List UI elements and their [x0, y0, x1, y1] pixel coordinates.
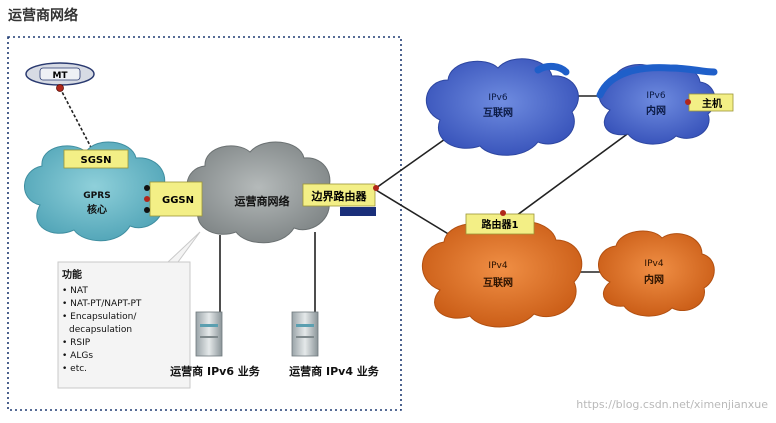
host-port	[685, 99, 691, 105]
ggsn-port-3	[144, 207, 150, 213]
sgsn-label: SGSN	[81, 155, 112, 166]
border-ipv6-line	[376, 132, 455, 188]
ipv4-service-label: 运营商 IPv4 业务	[289, 364, 380, 378]
ipv4-intranet-label-2: 内网	[644, 273, 664, 286]
functions-title: 功能	[62, 268, 82, 281]
mt-label: MT	[52, 71, 68, 81]
ipv6-intranet-label-2: 内网	[646, 104, 666, 117]
ipv4-internet-label-2: 互联网	[483, 276, 513, 289]
host-node[interactable]: 主机	[685, 94, 733, 111]
ipv4-intranet-label-1: IPv4	[644, 259, 663, 269]
page-title: 运营商网络	[8, 7, 78, 24]
router1-port	[500, 210, 506, 216]
ipv4-internet-label-1: IPv4	[488, 261, 507, 271]
ggsn-port-1	[144, 185, 150, 191]
gprs-label-line1: GPRS	[83, 191, 110, 201]
ipv6-intranet-label-1: IPv6	[646, 91, 665, 101]
router1-node[interactable]: 路由器1	[466, 210, 534, 234]
function-item: • etc.	[62, 364, 87, 374]
ggsn-port-2	[144, 196, 150, 202]
border-router-base	[340, 207, 376, 216]
function-item: decapsulation	[69, 325, 132, 335]
mt-port	[57, 85, 64, 92]
function-item: • NAT-PT/NAPT-PT	[62, 299, 142, 309]
carrier-cloud-label: 运营商网络	[235, 194, 290, 208]
ggsn-label: GGSN	[162, 195, 194, 206]
ipv6-internet-cloud	[426, 59, 578, 156]
function-item: • RSIP	[62, 338, 91, 348]
host-label: 主机	[702, 97, 722, 110]
border-ipv4-line	[376, 190, 455, 238]
border-router-label: 边界路由器	[311, 189, 368, 203]
border-router-port	[373, 185, 379, 191]
function-item: • ALGs	[62, 351, 93, 361]
ipv6-internet-label-1: IPv6	[488, 93, 507, 103]
sgsn-node[interactable]: SGSN	[64, 150, 128, 168]
ipv4-intranet-cloud	[599, 231, 715, 316]
mt-device[interactable]: MT	[26, 63, 94, 92]
ggsn-node[interactable]: GGSN	[144, 182, 202, 216]
ipv4-service-server-icon[interactable]	[292, 312, 318, 356]
ipv6-service-server-icon[interactable]	[196, 312, 222, 356]
ipv6-service-label: 运营商 IPv6 业务	[170, 364, 261, 378]
watermark: https://blog.csdn.net/ximenjianxue	[576, 398, 768, 411]
ipv4-internet-cloud	[422, 221, 581, 327]
ipv6-internet-label-2: 互联网	[483, 106, 513, 119]
mt-sgsn-line	[60, 88, 95, 155]
gprs-label-line2: 核心	[87, 203, 107, 216]
function-item: • NAT	[62, 286, 88, 296]
function-item: • Encapsulation/	[62, 312, 137, 322]
router1-label: 路由器1	[482, 218, 519, 231]
